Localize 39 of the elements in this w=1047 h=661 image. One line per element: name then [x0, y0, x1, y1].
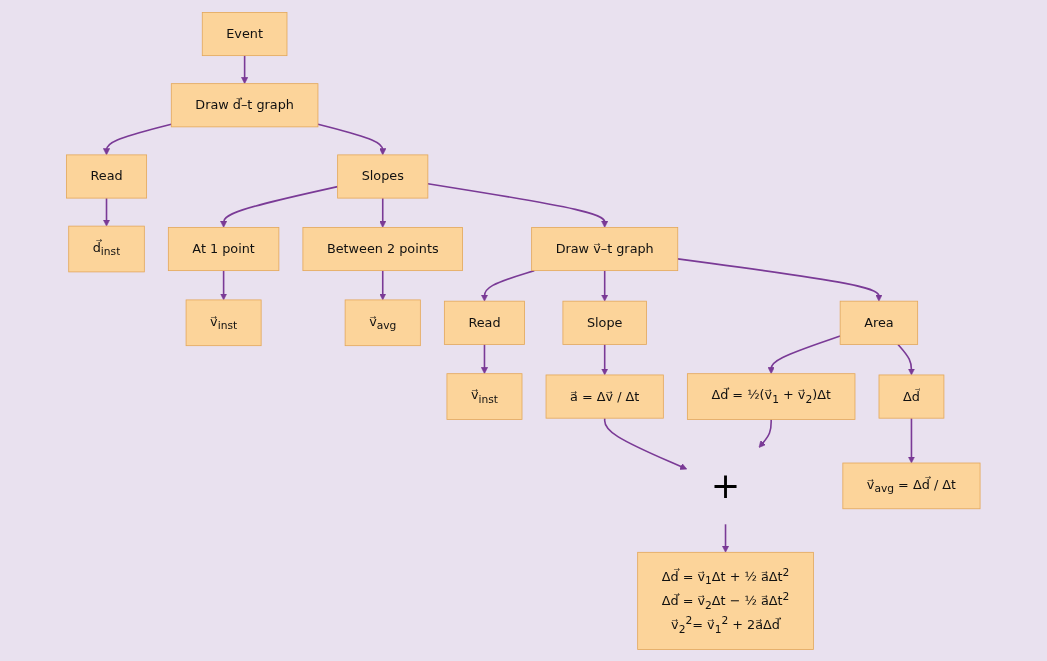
arrow	[601, 269, 609, 301]
arrow	[908, 416, 916, 463]
node-box: v⃗$_{inst}$	[446, 372, 523, 420]
node-box: Slope	[562, 300, 648, 345]
node-box: Draw d⃗–t graph	[171, 82, 319, 127]
node-box: Event	[202, 11, 288, 56]
arrow	[103, 122, 173, 155]
node-box: Δd⃗ = v⃗$_{1}$Δt + ½ a⃗Δt$^{2}$ Δd⃗ = v⃗$_{2}$Δt − ½ a⃗Δt$^{2}$ v⃗$_{2}$$^{2}$= v⃗$_{1}$$^{2}$ + 2a⃗Δd⃗	[637, 551, 815, 650]
node-box: d⃗$_{inst}$	[68, 225, 145, 272]
node-box: Read	[66, 154, 148, 198]
arrow	[604, 416, 688, 470]
node-box: v⃗$_{avg}$ = Δd⃗ / Δt	[842, 462, 981, 509]
node-box: At 1 point	[168, 226, 280, 271]
node-box: v⃗$_{avg}$	[344, 299, 421, 346]
arrow	[767, 334, 842, 374]
node-box: a⃗ = Δv⃗ / Δt	[545, 374, 664, 419]
node-text: +	[711, 464, 741, 506]
arrow	[481, 343, 489, 374]
arrow	[103, 196, 111, 226]
arrow	[220, 185, 339, 228]
node-box: Slopes	[337, 154, 429, 198]
node-box: Draw v⃗–t graph	[531, 226, 679, 271]
arrow	[897, 343, 916, 375]
node-box: Δd⃗ = ½(v⃗$_{1}$ + v⃗$_{2}$)Δt	[687, 372, 856, 420]
arrow	[241, 54, 249, 84]
arrow	[220, 269, 228, 300]
arrow	[379, 269, 387, 300]
arrow	[317, 122, 387, 155]
arrow	[758, 418, 773, 448]
arrow	[601, 343, 609, 375]
arrow	[427, 182, 609, 228]
node-box: Between 2 points	[302, 226, 464, 271]
node-box: Area	[840, 300, 919, 345]
arrow	[481, 269, 536, 301]
arrow	[379, 196, 387, 228]
arrow	[677, 257, 883, 301]
node-box: Read	[444, 300, 526, 345]
node-box: v⃗$_{inst}$	[185, 299, 262, 346]
arrow	[722, 523, 730, 553]
